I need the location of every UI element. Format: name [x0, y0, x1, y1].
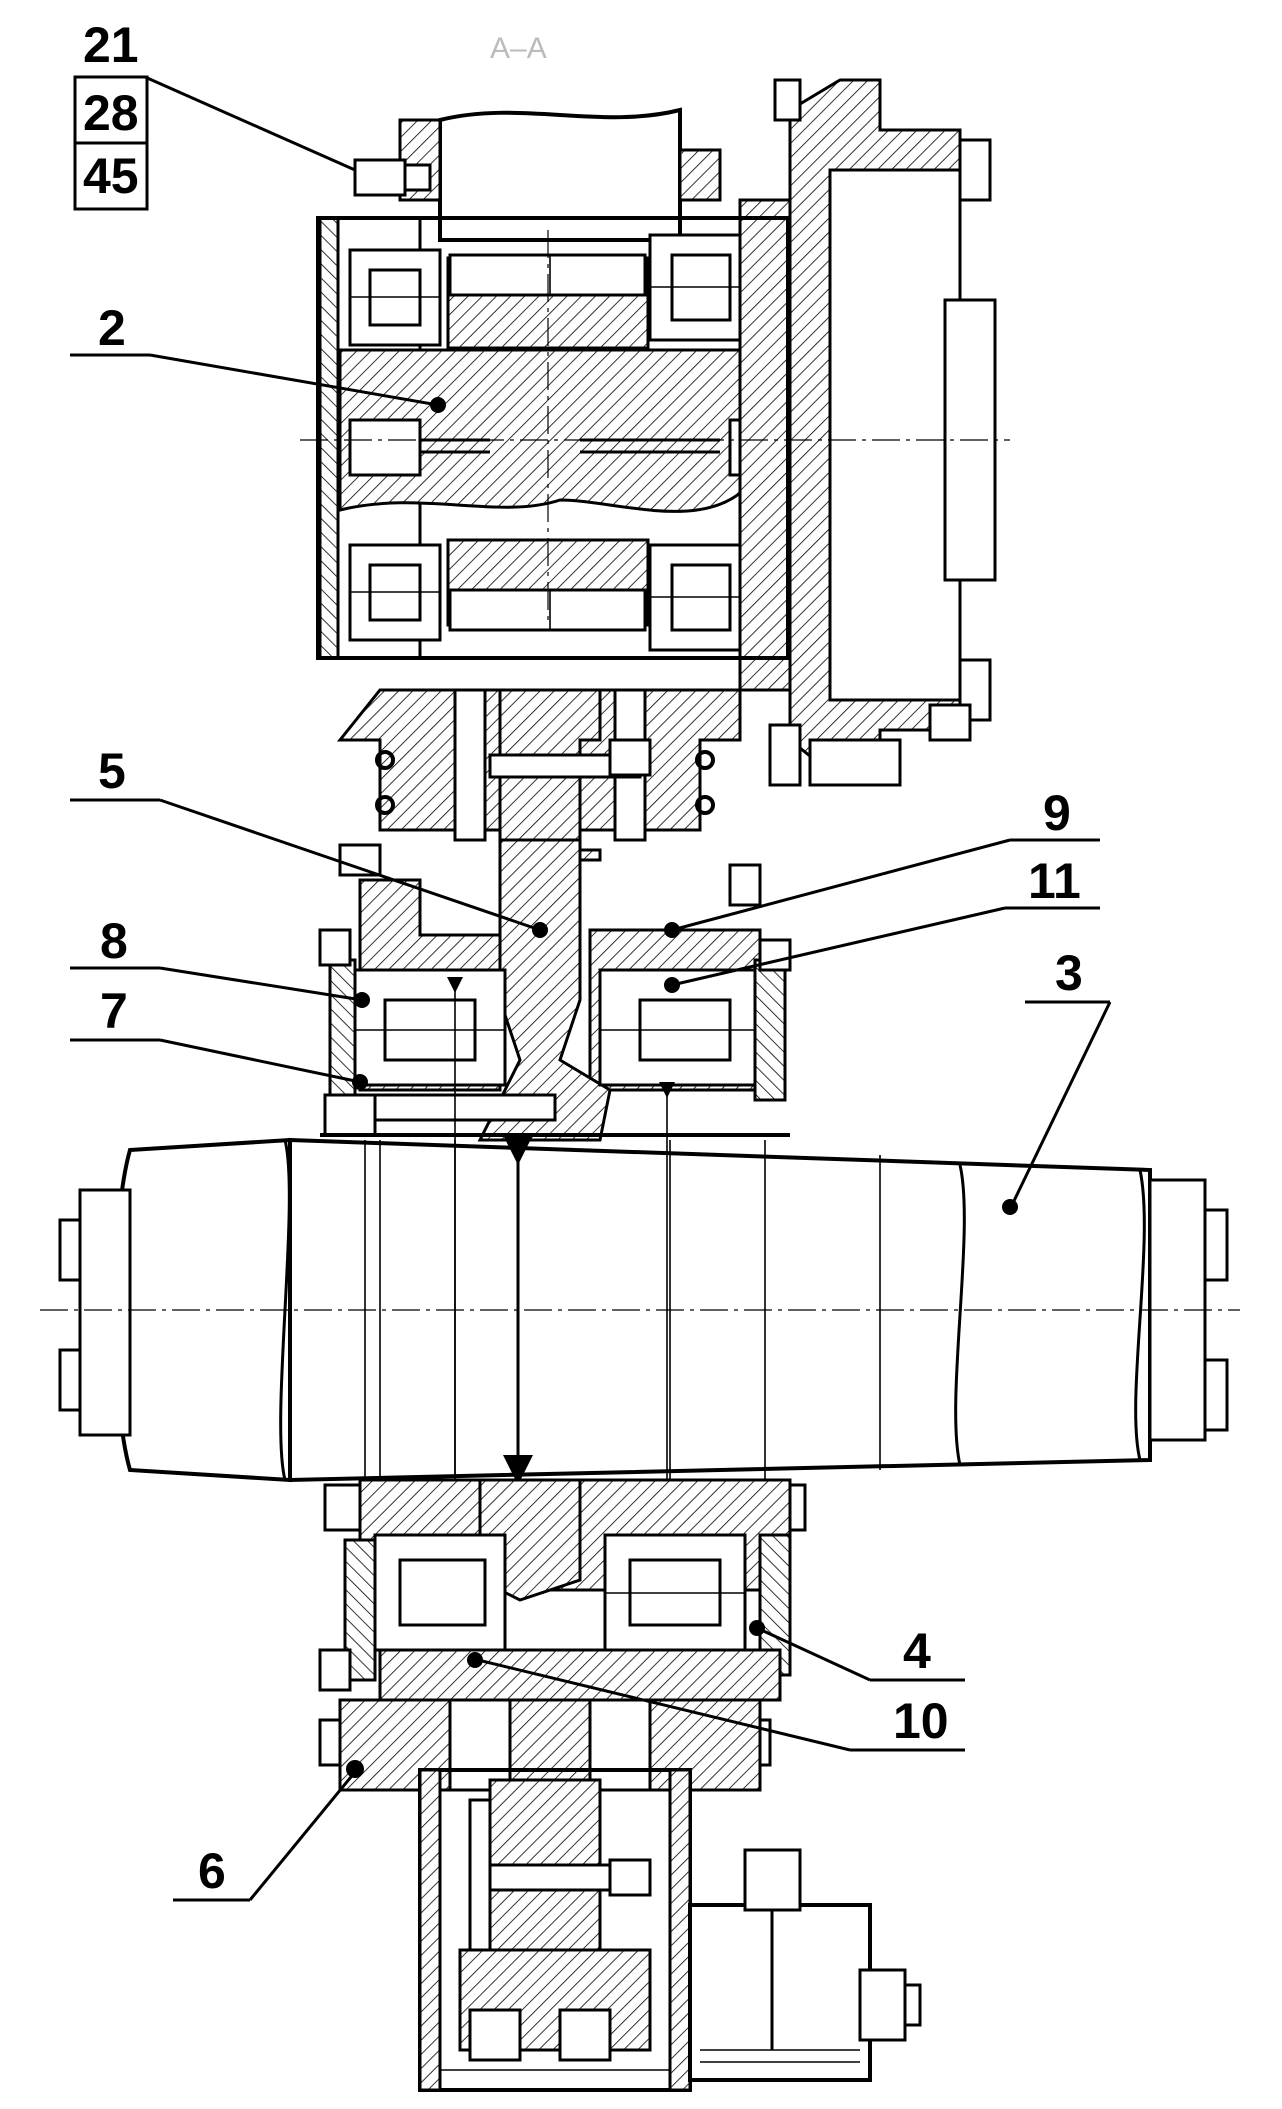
callout-6: 6: [173, 1771, 357, 1902]
callout-3: 3: [1010, 945, 1112, 1206]
callout-5: 5: [70, 743, 548, 938]
callout-2-text: 2: [98, 300, 126, 356]
callout-5-text: 5: [98, 743, 126, 799]
callout-4-text: 4: [903, 1623, 931, 1679]
callout-3-text: 3: [1055, 945, 1083, 1001]
callout-7: 7: [70, 983, 368, 1090]
middle-coupling: [336, 688, 762, 907]
callout-6-text: 6: [198, 1843, 226, 1899]
callout-4: 4: [749, 1620, 965, 1682]
upper-bearing-assembly: [318, 838, 792, 1142]
callout-10: 10: [477, 1658, 965, 1752]
section-mark: А–А: [490, 32, 547, 65]
lower-gearbox: [418, 1768, 922, 2092]
main-shaft: [40, 977, 1240, 1640]
callout-7-text: 7: [100, 983, 128, 1039]
callout-11: 11: [664, 853, 1100, 993]
lower-bearing-assembly: [318, 1478, 807, 1792]
callout-2: 2: [70, 300, 446, 413]
callout-11-text: 11: [1028, 853, 1081, 909]
callout-8-text: 8: [100, 913, 128, 969]
upper-housing: [300, 78, 1010, 787]
callout-45: 45: [83, 148, 139, 204]
callout-10-text: 10: [893, 1693, 949, 1749]
callout-21: 21: [83, 17, 139, 73]
callout-21-28-45: 21 28 45: [73, 17, 356, 211]
callout-28: 28: [83, 85, 139, 141]
callout-8: 8: [70, 913, 370, 1008]
callout-9: 9: [664, 785, 1100, 938]
callout-9-text: 9: [1043, 785, 1071, 841]
